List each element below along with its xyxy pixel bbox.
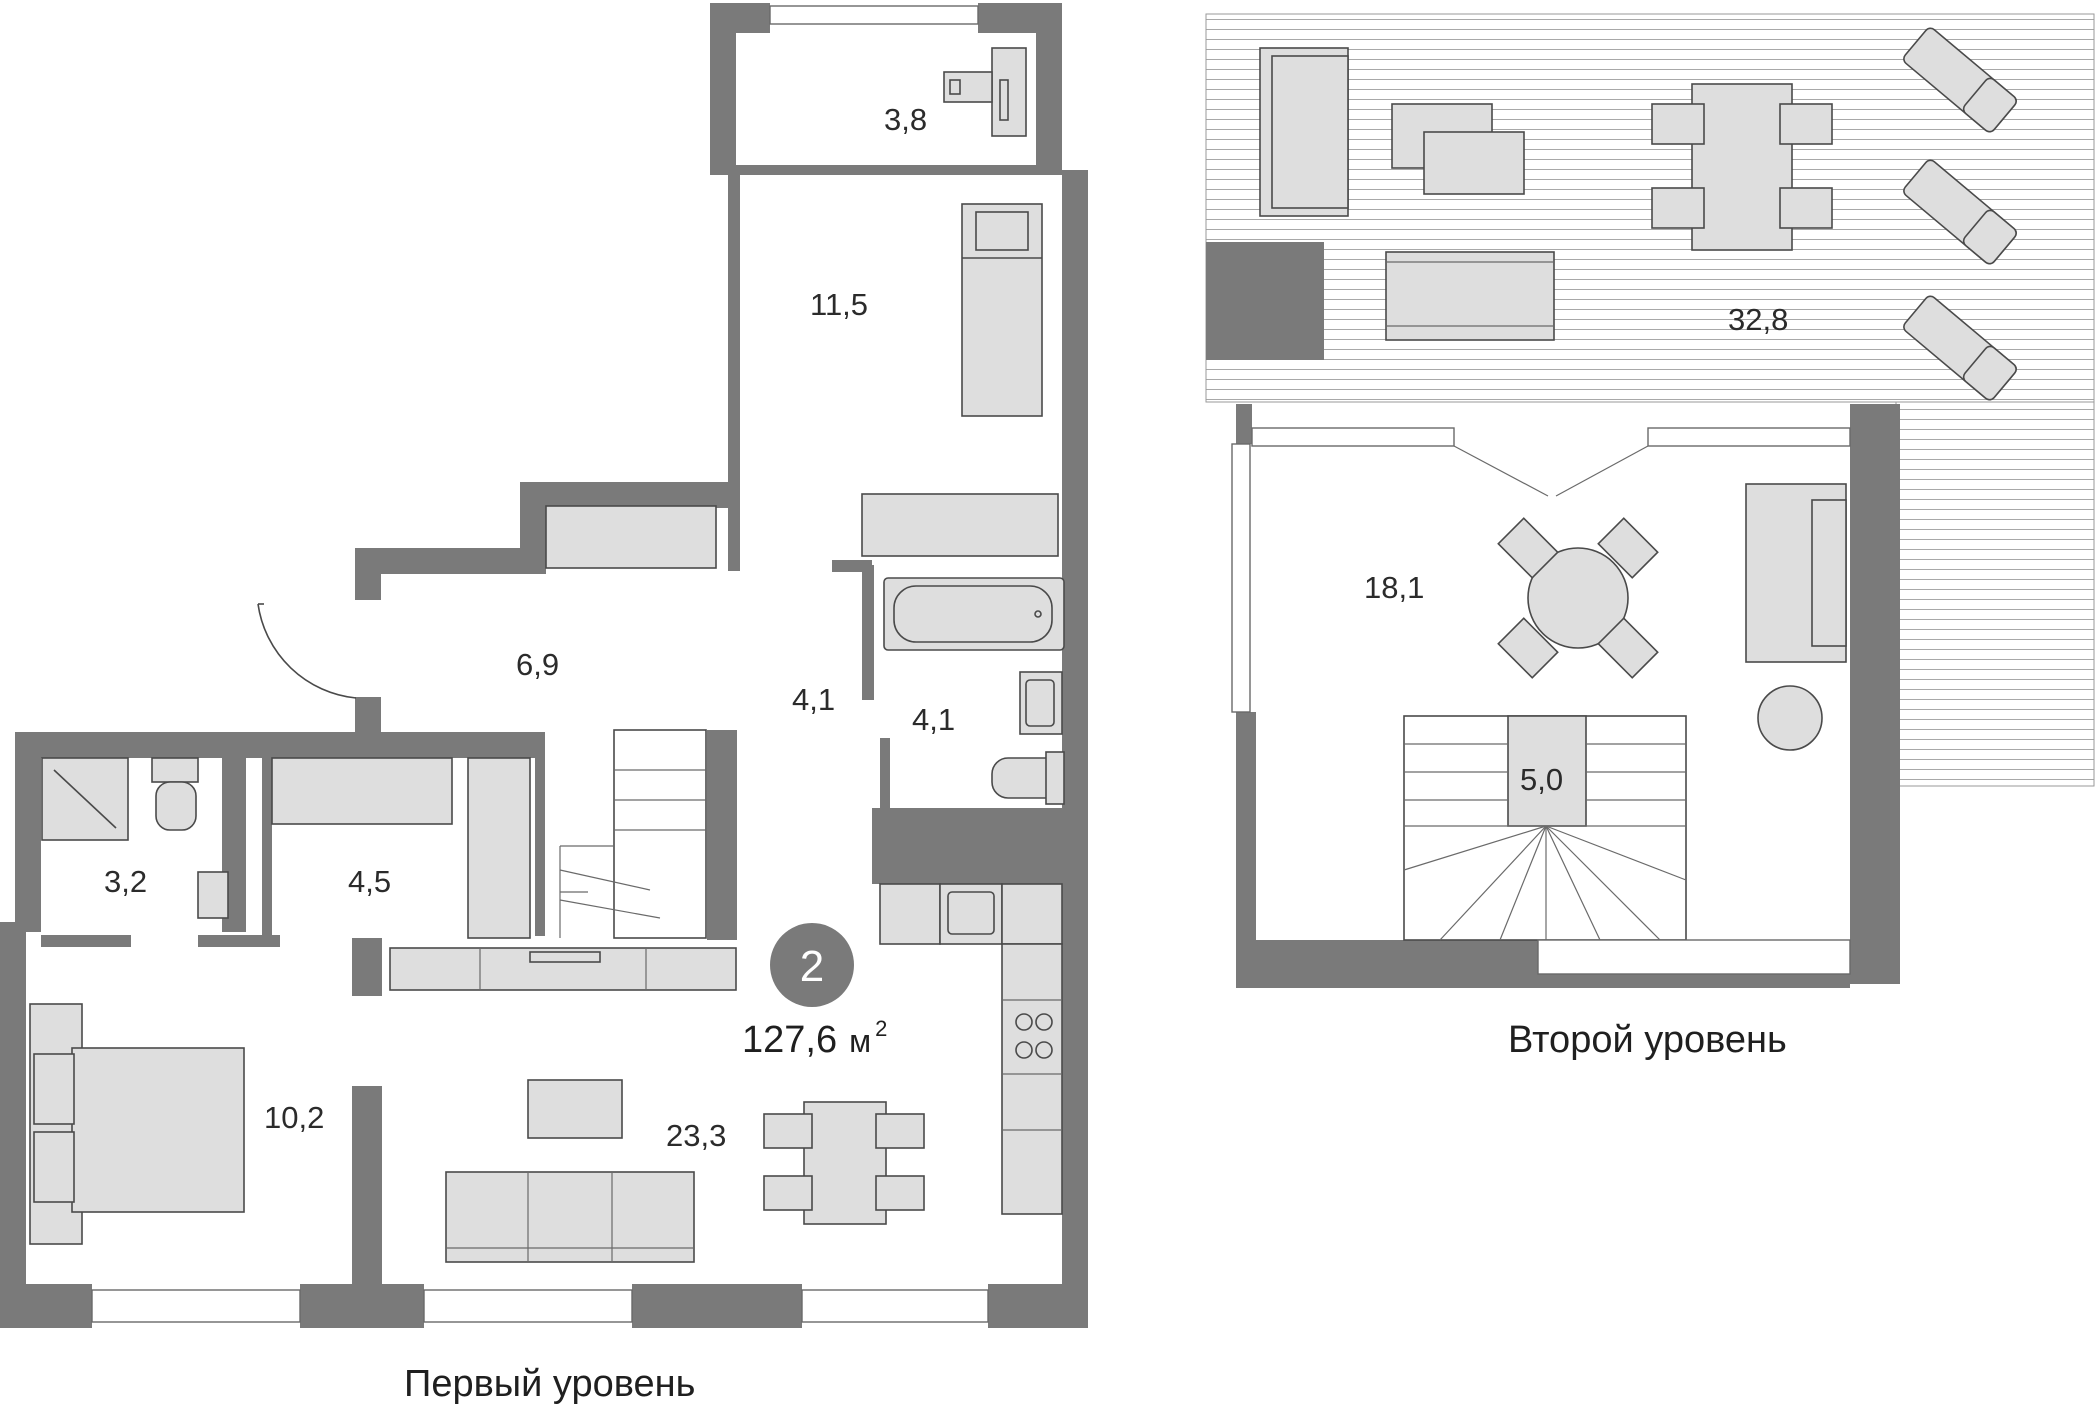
total-area: 127,6 м 2 xyxy=(742,1016,887,1061)
wardrobe-hall xyxy=(545,505,717,569)
sun-loungers xyxy=(1903,27,2017,401)
double-bed xyxy=(29,1003,245,1245)
total-area-unit: м xyxy=(849,1023,871,1059)
room-area-balcony: 3,8 xyxy=(884,102,927,137)
desk xyxy=(943,47,1027,137)
level-title-second: Второй уровень xyxy=(1508,1019,1787,1061)
sofa-second xyxy=(1745,483,1847,663)
bathtub xyxy=(883,577,1065,651)
inner-walls xyxy=(41,165,1088,1286)
dining-table-first xyxy=(763,1101,925,1225)
room-area-living-second: 18,1 xyxy=(1364,570,1424,605)
rooms-count: 2 xyxy=(800,942,824,991)
total-area-value: 127,6 xyxy=(742,1019,837,1061)
sink-bath xyxy=(1019,671,1063,735)
side-table-round xyxy=(1757,685,1823,751)
terrace-dining xyxy=(1651,83,1833,251)
terrace-tables xyxy=(1391,103,1525,195)
wardrobe-top-right xyxy=(861,493,1059,557)
second-level: 32,8 18,1 5,0 Второй уровень xyxy=(1205,13,2095,1061)
round-dining-table xyxy=(1497,517,1659,679)
kitchen-counter xyxy=(879,883,1063,1215)
room-area-living-kitchen: 23,3 xyxy=(666,1118,726,1153)
entry-door[interactable] xyxy=(257,603,357,699)
shower-tray xyxy=(41,757,129,841)
outer-walls xyxy=(0,170,1088,1328)
rooms-count-badge xyxy=(770,923,854,1007)
terrace-lounge-sofa xyxy=(1259,47,1349,217)
toilet-shower xyxy=(151,757,199,831)
terrace-deck-right xyxy=(1895,401,2095,787)
room-area-bedroom: 10,2 xyxy=(264,1100,324,1135)
room-area-shower: 3,2 xyxy=(104,864,147,899)
coffee-table xyxy=(527,1079,623,1139)
balcony-walls xyxy=(710,3,1062,175)
room-area-corridor: 4,1 xyxy=(792,682,835,717)
stairs-first xyxy=(559,729,707,939)
room-area-terrace: 32,8 xyxy=(1728,302,1788,337)
wardrobe-room-shelves xyxy=(271,757,531,939)
sink-shower xyxy=(197,871,229,919)
tv-unit xyxy=(389,947,737,991)
stairs-second xyxy=(1403,715,1851,975)
room-area-bedroom-small: 11,5 xyxy=(810,287,868,322)
terrace-block xyxy=(1206,242,1324,360)
room-area-stairs: 5,0 xyxy=(1520,762,1563,797)
sofa-living xyxy=(445,1171,695,1263)
first-level: 3,8 11,5 6,9 4,1 4,1 3,2 4,5 10,2 23,3 2… xyxy=(0,3,1088,1405)
terrace-outdoor-sofa xyxy=(1385,251,1555,341)
single-bed xyxy=(961,203,1043,417)
total-area-unit-sup: 2 xyxy=(875,1016,887,1041)
room-area-hall: 6,9 xyxy=(516,647,559,682)
room-area-wardrobe: 4,5 xyxy=(348,864,391,899)
room-area-bathroom: 4,1 xyxy=(912,702,955,737)
toilet-bath xyxy=(991,751,1065,805)
level-title-first: Первый уровень xyxy=(404,1363,695,1405)
